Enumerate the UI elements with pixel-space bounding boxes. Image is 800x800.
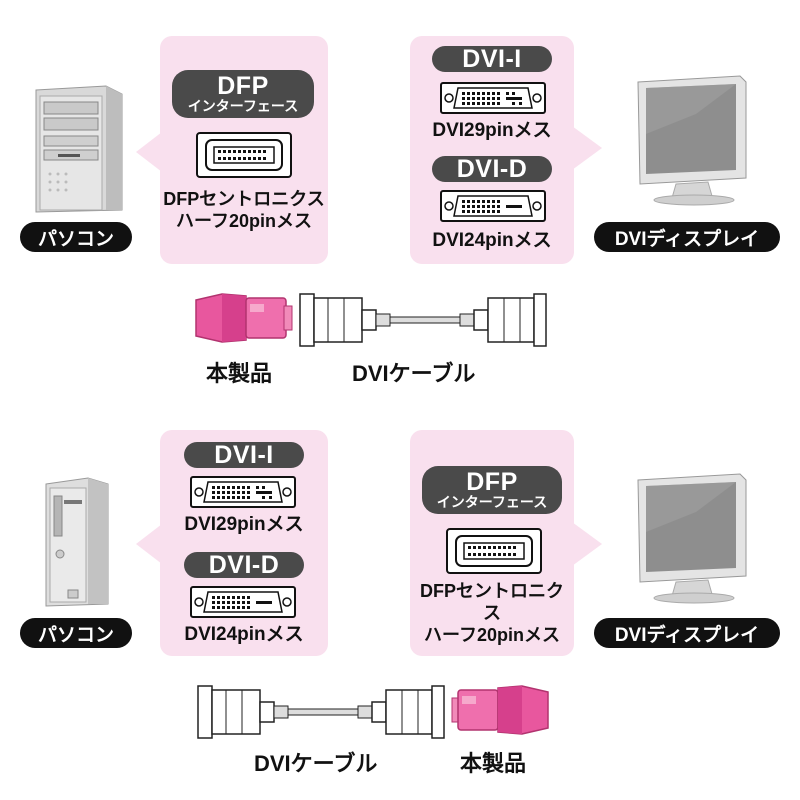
dvi-display-label: DVIディスプレイ	[594, 222, 780, 252]
slim-pc-icon	[45, 477, 109, 607]
tower-pc-icon	[35, 85, 123, 213]
dvi-panel	[410, 36, 574, 264]
dfp-interface-pill: DFP インターフェース	[172, 70, 314, 118]
dvi-i-connector-icon	[440, 82, 546, 114]
panel-pointer	[136, 524, 162, 564]
pc-label: パソコン	[20, 618, 132, 648]
dvi-cable-label: DVIケーブル	[352, 361, 476, 386]
dvi-cable-label: DVIケーブル	[254, 751, 378, 776]
adapter-icon	[451, 685, 549, 735]
panel-pointer	[572, 126, 602, 170]
dvi-d-connector-icon	[440, 190, 546, 222]
dfp-connector-icon	[196, 132, 292, 178]
panel-pointer	[136, 132, 162, 172]
dvi-i-pill: DVI-I	[184, 442, 304, 468]
monitor-icon	[637, 75, 747, 206]
dvi-d-desc: DVI24pinメス	[432, 230, 552, 251]
dvi-cable-icon	[299, 293, 547, 347]
product-label: 本製品	[460, 751, 527, 776]
dfp-connector-icon	[446, 528, 542, 574]
pc-label: パソコン	[20, 222, 132, 252]
dfp-connector-desc: DFPセントロニクス ハーフ20pinメス	[420, 581, 564, 645]
dvi-d-pill: DVI-D	[432, 156, 552, 182]
panel-pointer	[572, 522, 602, 566]
dvi-d-pill: DVI-D	[184, 552, 304, 578]
dfp-connector-desc: DFPセントロニクス ハーフ20pinメス	[163, 189, 325, 231]
dvi-i-connector-icon	[190, 476, 296, 508]
dvi-d-connector-icon	[190, 586, 296, 618]
adapter-icon	[195, 293, 293, 343]
dvi-display-label: DVIディスプレイ	[594, 618, 780, 648]
dvi-d-desc: DVI24pinメス	[184, 624, 304, 645]
dvi-cable-icon	[197, 685, 445, 739]
monitor-icon	[637, 473, 747, 604]
dfp-interface-pill: DFP インターフェース	[422, 466, 562, 514]
product-label: 本製品	[206, 361, 273, 386]
dvi-i-desc: DVI29pinメス	[184, 514, 304, 535]
dvi-i-desc: DVI29pinメス	[432, 120, 552, 141]
dvi-i-pill: DVI-I	[432, 46, 552, 72]
